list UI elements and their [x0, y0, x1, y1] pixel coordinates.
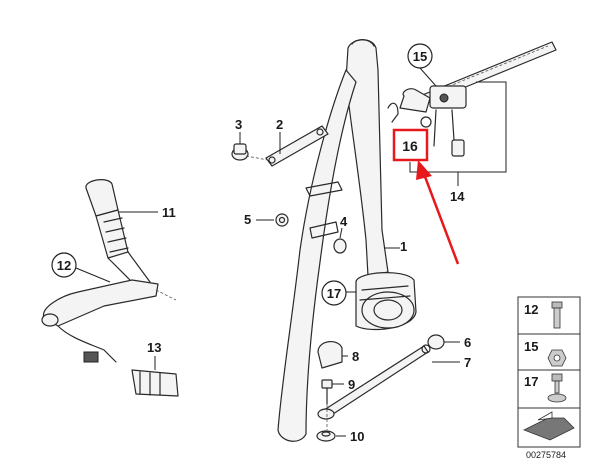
- callout-5: 5: [244, 212, 251, 227]
- legend-arrow-icon: [523, 411, 575, 441]
- connector-part-13: [83, 351, 179, 397]
- callout-8: 8: [352, 349, 359, 364]
- callout-15: 15: [413, 49, 427, 64]
- callout-17-circle: [321, 280, 347, 306]
- anchor-rod-part-7: [317, 344, 431, 420]
- highlight-annotation: [392, 128, 460, 265]
- height-adjuster-assembly: [399, 41, 557, 186]
- callout-13: 13: [147, 340, 161, 355]
- callout-6: 6: [464, 335, 471, 350]
- screw-part-9: [321, 379, 333, 430]
- callout-2: 2: [276, 117, 283, 132]
- cap-part-4: [333, 238, 347, 254]
- bolt-part-3: [231, 143, 269, 161]
- callout-10: 10: [350, 429, 364, 444]
- belt-retractor: [355, 272, 417, 331]
- legend-item-17: 17: [524, 374, 538, 389]
- bracket-part-2: [265, 125, 329, 167]
- buckle-part-11: [85, 179, 129, 259]
- callout-15-circle: [407, 43, 433, 69]
- callout-11: 11: [162, 205, 176, 220]
- washer-part-5: [275, 213, 289, 227]
- callout-14: 14: [450, 189, 465, 204]
- cover-part-8: [317, 341, 343, 369]
- callout-16: 16: [402, 138, 418, 154]
- legend-item-15: 15: [524, 339, 538, 354]
- legend-item-12: 12: [524, 302, 538, 317]
- legend-nut-icon: [547, 349, 567, 367]
- legend-screw-icon: [547, 373, 567, 403]
- leader-lines: [75, 67, 460, 437]
- guide-part-6: [427, 334, 445, 350]
- callout-17: 17: [327, 286, 341, 301]
- callout-3: 3: [235, 117, 242, 132]
- reference-code: 00275784: [526, 450, 566, 460]
- callout-7: 7: [464, 355, 471, 370]
- callout-12: 12: [57, 258, 71, 273]
- callout-1: 1: [400, 239, 407, 254]
- callout-12-circle: [51, 252, 77, 278]
- fastener-legend: 12 15 17: [517, 296, 581, 448]
- buckle-bracket-part-12: [41, 251, 177, 363]
- callout-4: 4: [340, 214, 348, 229]
- legend-bolt-icon: [551, 301, 563, 329]
- callout-9: 9: [348, 377, 355, 392]
- nut-part-10: [316, 430, 336, 442]
- seat-belt-webbing: [277, 39, 399, 442]
